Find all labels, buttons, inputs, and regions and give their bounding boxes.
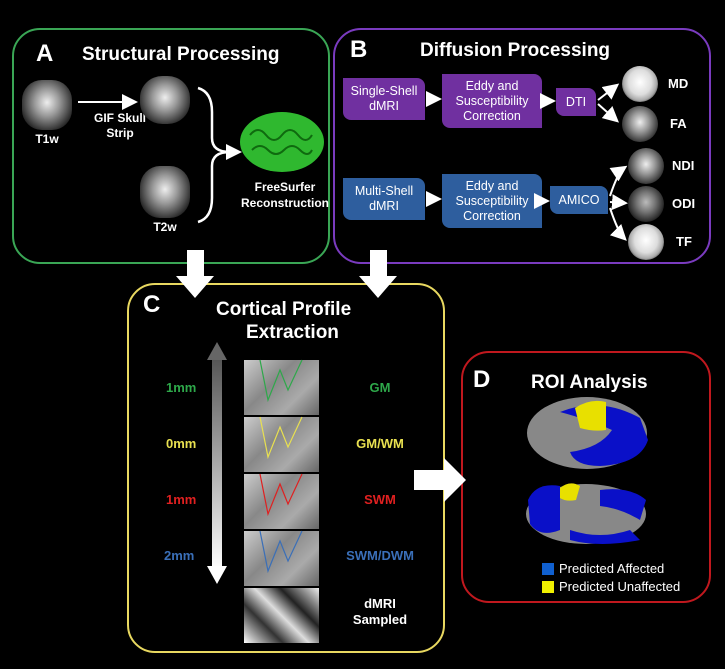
- panel-d-title: ROI Analysis: [531, 372, 648, 393]
- single-shell-box: Single-Shell dMRI: [343, 78, 425, 120]
- cortex-image-3: [244, 474, 319, 529]
- stripped-image: [140, 76, 190, 124]
- panel-b-letter: B: [350, 36, 368, 63]
- gif-label-2: Strip: [106, 126, 134, 140]
- panel-c-title-1: Cortical Profile: [216, 299, 352, 320]
- amico-box: AMICO: [550, 186, 608, 214]
- eddy1-l3: Correction: [463, 108, 521, 123]
- tissue-label-2: GM/WM: [356, 436, 404, 451]
- tissue-label-4: SWM/DWM: [346, 548, 414, 563]
- single-shell-line1: Single-Shell: [350, 84, 418, 98]
- legend-label-affected: Predicted Affected: [559, 561, 665, 576]
- depth-label-2: 0mm: [166, 436, 197, 451]
- ndi-image: [628, 148, 664, 184]
- panel-diffusion: [333, 28, 711, 264]
- gif-label-1: GIF Skull: [93, 111, 146, 125]
- eddy-box-2: Eddy and Susceptibility Correction: [442, 174, 542, 228]
- cortex-image-4: [244, 531, 319, 586]
- panel-a-letter: A: [36, 40, 54, 67]
- panel-c-title-2: Extraction: [246, 322, 339, 343]
- freesurfer-label-2: Reconstruction: [240, 196, 329, 210]
- tissue-label-1: GM: [369, 380, 391, 395]
- tissue-label-3: SWM: [364, 492, 396, 507]
- dmri-sampled-image: [244, 588, 319, 643]
- amico-label: AMICO: [558, 192, 600, 207]
- tf-image: [628, 224, 664, 260]
- eddy2-l3: Correction: [463, 208, 521, 223]
- panel-b-title: Diffusion Processing: [420, 40, 611, 61]
- eddy1-l1: Eddy and: [465, 78, 519, 93]
- legend-swatch-affected: [542, 563, 554, 575]
- fa-image: [622, 106, 658, 142]
- md-image: [622, 66, 658, 102]
- panel-d-letter: D: [473, 366, 491, 393]
- eddy-box-1: Eddy and Susceptibility Correction: [442, 74, 542, 128]
- multi-shell-box: Multi-Shell dMRI: [343, 178, 425, 220]
- t2w-image: [140, 166, 190, 218]
- eddy2-l1: Eddy and: [465, 178, 519, 193]
- odi-label: ODI: [672, 196, 696, 211]
- dmri-sampled-1: dMRI: [364, 596, 396, 611]
- cortex-image-2: [244, 417, 319, 472]
- ndi-label: NDI: [672, 158, 695, 173]
- t1w-label: T1w: [35, 132, 59, 146]
- dti-label: DTI: [565, 94, 587, 109]
- legend-swatch-unaffected: [542, 581, 554, 593]
- eddy2-l2: Susceptibility: [455, 193, 529, 208]
- md-label: MD: [668, 76, 689, 91]
- freesurfer-label-1: FreeSurfer: [254, 180, 316, 194]
- panel-c-letter: C: [143, 291, 161, 318]
- eddy1-l2: Susceptibility: [455, 93, 529, 108]
- multi-shell-line2: dMRI: [369, 199, 399, 213]
- single-shell-line2: dMRI: [369, 99, 399, 113]
- t2w-label: T2w: [153, 220, 177, 234]
- tf-label: TF: [676, 234, 692, 249]
- dti-box: DTI: [556, 88, 596, 116]
- panel-structural: [12, 28, 330, 264]
- t1w-image: [22, 80, 72, 130]
- depth-label-3: 1mm: [166, 492, 197, 507]
- multi-shell-line1: Multi-Shell: [354, 184, 414, 198]
- cortex-image-1: [244, 360, 319, 415]
- odi-image: [628, 186, 664, 222]
- depth-label-1: 1mm: [166, 380, 197, 395]
- depth-label-4: 2mm: [164, 548, 195, 563]
- dmri-sampled-2: Sampled: [352, 612, 408, 627]
- panel-a-title: Structural Processing: [82, 44, 280, 65]
- legend-label-unaffected: Predicted Unaffected: [559, 579, 681, 594]
- fa-label: FA: [670, 116, 687, 131]
